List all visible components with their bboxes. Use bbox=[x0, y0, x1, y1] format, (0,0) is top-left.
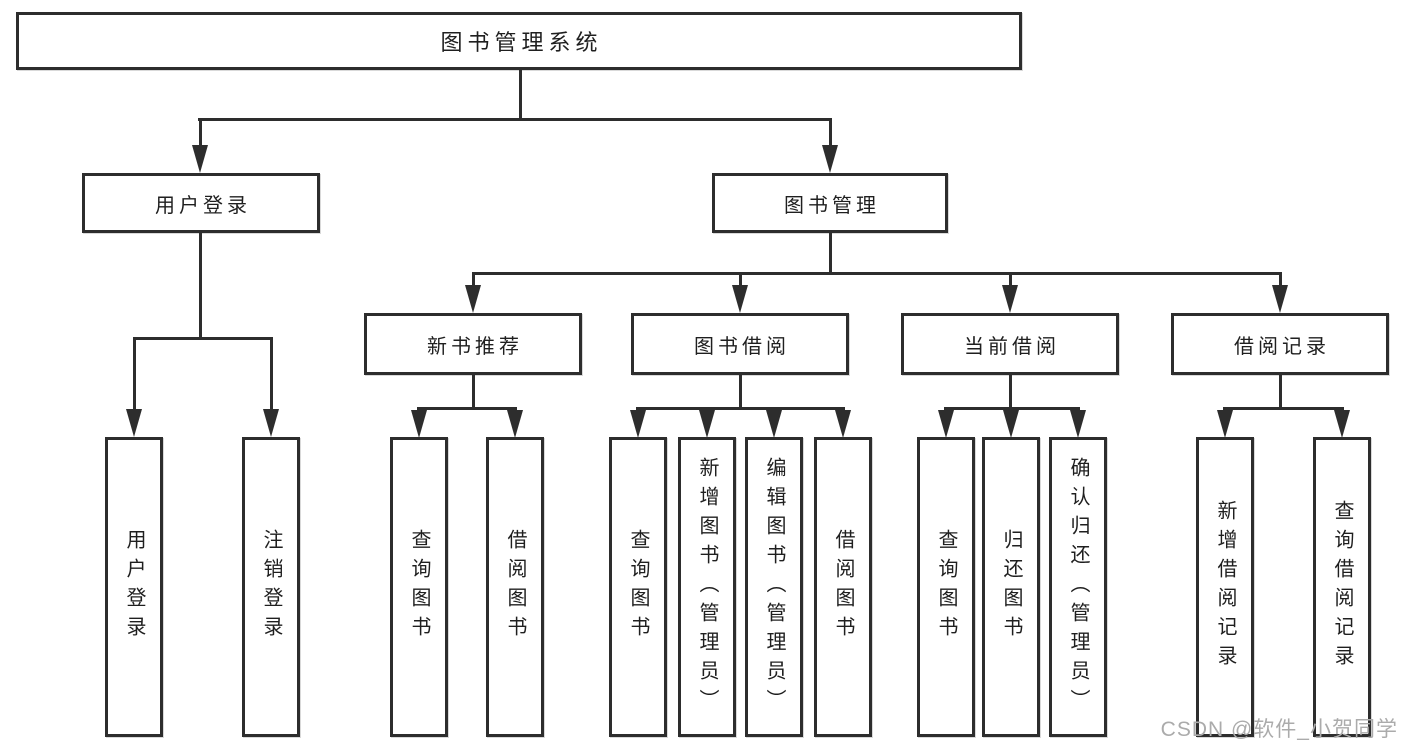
connector-line bbox=[739, 375, 742, 407]
arrow-down-icon bbox=[411, 410, 427, 438]
connector-line bbox=[519, 70, 522, 118]
leaf-add-borrow-record: 新增借阅记录 bbox=[1196, 437, 1254, 737]
leaf-borrow-books-borrowing: 借阅图书 bbox=[814, 437, 872, 737]
node-label: 借阅图书 bbox=[832, 529, 854, 645]
connector-line bbox=[1009, 375, 1012, 407]
connector-line bbox=[1279, 272, 1282, 288]
node-label: 当前借阅 bbox=[964, 335, 1060, 358]
connector-line bbox=[472, 272, 475, 288]
leaf-query-books-recommend: 查询图书 bbox=[390, 437, 448, 737]
connector-line bbox=[199, 118, 202, 150]
connector-line bbox=[417, 407, 517, 410]
connector-line bbox=[472, 272, 1282, 275]
connector-line bbox=[472, 375, 475, 407]
node-label: 用户登录 bbox=[123, 529, 145, 645]
connector-line bbox=[133, 337, 136, 412]
node-label: 图书管理 bbox=[784, 194, 880, 217]
connector-line bbox=[1223, 407, 1343, 410]
node-label: 编辑图书（管理员） bbox=[763, 456, 785, 718]
connector-line bbox=[270, 337, 273, 412]
node-label: 新增图书（管理员） bbox=[696, 456, 718, 718]
arrow-down-icon bbox=[938, 410, 954, 438]
csdn-watermark: CSDN @软件_小贺同学 bbox=[1160, 718, 1398, 741]
connector-line bbox=[198, 118, 832, 121]
arrow-down-icon bbox=[1070, 410, 1086, 438]
arrow-down-icon bbox=[126, 409, 142, 437]
node-book-management: 图书管理 bbox=[712, 173, 948, 233]
connector-line bbox=[1009, 272, 1012, 288]
arrow-down-icon bbox=[630, 410, 646, 438]
connector-line bbox=[199, 233, 202, 337]
arrow-down-icon bbox=[766, 410, 782, 438]
arrow-down-icon bbox=[192, 145, 208, 173]
arrow-down-icon bbox=[1217, 410, 1233, 438]
leaf-add-book-admin: 新增图书（管理员） bbox=[678, 437, 736, 737]
leaf-return-book: 归还图书 bbox=[982, 437, 1040, 737]
leaf-confirm-return-admin: 确认归还（管理员） bbox=[1049, 437, 1107, 737]
node-label: 查询图书 bbox=[627, 529, 649, 645]
leaf-query-borrow-record: 查询借阅记录 bbox=[1313, 437, 1371, 737]
node-label: 注销登录 bbox=[260, 529, 282, 645]
arrow-down-icon bbox=[699, 410, 715, 438]
node-label: 新增借阅记录 bbox=[1214, 500, 1236, 674]
node-user-login: 用户登录 bbox=[82, 173, 320, 233]
node-label: 借阅图书 bbox=[504, 529, 526, 645]
node-current-borrowing: 当前借阅 bbox=[901, 313, 1119, 375]
leaf-logout: 注销登录 bbox=[242, 437, 300, 737]
arrow-down-icon bbox=[835, 410, 851, 438]
arrow-down-icon bbox=[822, 145, 838, 173]
node-borrowing-records: 借阅记录 bbox=[1171, 313, 1389, 375]
arrow-down-icon bbox=[1003, 410, 1019, 438]
node-library-management-system: 图书管理系统 bbox=[16, 12, 1022, 70]
leaf-user-login: 用户登录 bbox=[105, 437, 163, 737]
node-label: 图书借阅 bbox=[694, 335, 790, 358]
connector-line bbox=[1279, 375, 1282, 407]
leaf-borrow-books-recommend: 借阅图书 bbox=[486, 437, 544, 737]
node-label: 查询图书 bbox=[408, 529, 430, 645]
connector-line bbox=[739, 272, 742, 288]
arrow-down-icon bbox=[263, 409, 279, 437]
connector-line bbox=[133, 337, 273, 340]
node-label: 图书管理系统 bbox=[440, 30, 603, 55]
node-label: 新书推荐 bbox=[427, 335, 523, 358]
arrow-down-icon bbox=[732, 285, 748, 313]
node-new-book-recommend: 新书推荐 bbox=[364, 313, 582, 375]
node-label: 查询借阅记录 bbox=[1331, 500, 1353, 674]
node-label: 借阅记录 bbox=[1234, 335, 1330, 358]
node-label: 归还图书 bbox=[1000, 529, 1022, 645]
arrow-down-icon bbox=[1002, 285, 1018, 313]
node-label: 用户登录 bbox=[155, 194, 251, 217]
node-label: 查询图书 bbox=[935, 529, 957, 645]
leaf-query-books-borrowing: 查询图书 bbox=[609, 437, 667, 737]
node-book-borrowing: 图书借阅 bbox=[631, 313, 849, 375]
arrow-down-icon bbox=[507, 410, 523, 438]
leaf-query-books-current: 查询图书 bbox=[917, 437, 975, 737]
arrow-down-icon bbox=[1334, 410, 1350, 438]
connector-line bbox=[829, 233, 832, 272]
arrow-down-icon bbox=[1272, 285, 1288, 313]
node-label: 确认归还（管理员） bbox=[1067, 456, 1089, 718]
leaf-edit-book-admin: 编辑图书（管理员） bbox=[745, 437, 803, 737]
arrow-down-icon bbox=[465, 285, 481, 313]
connector-line bbox=[829, 118, 832, 150]
connector-line bbox=[636, 407, 844, 410]
